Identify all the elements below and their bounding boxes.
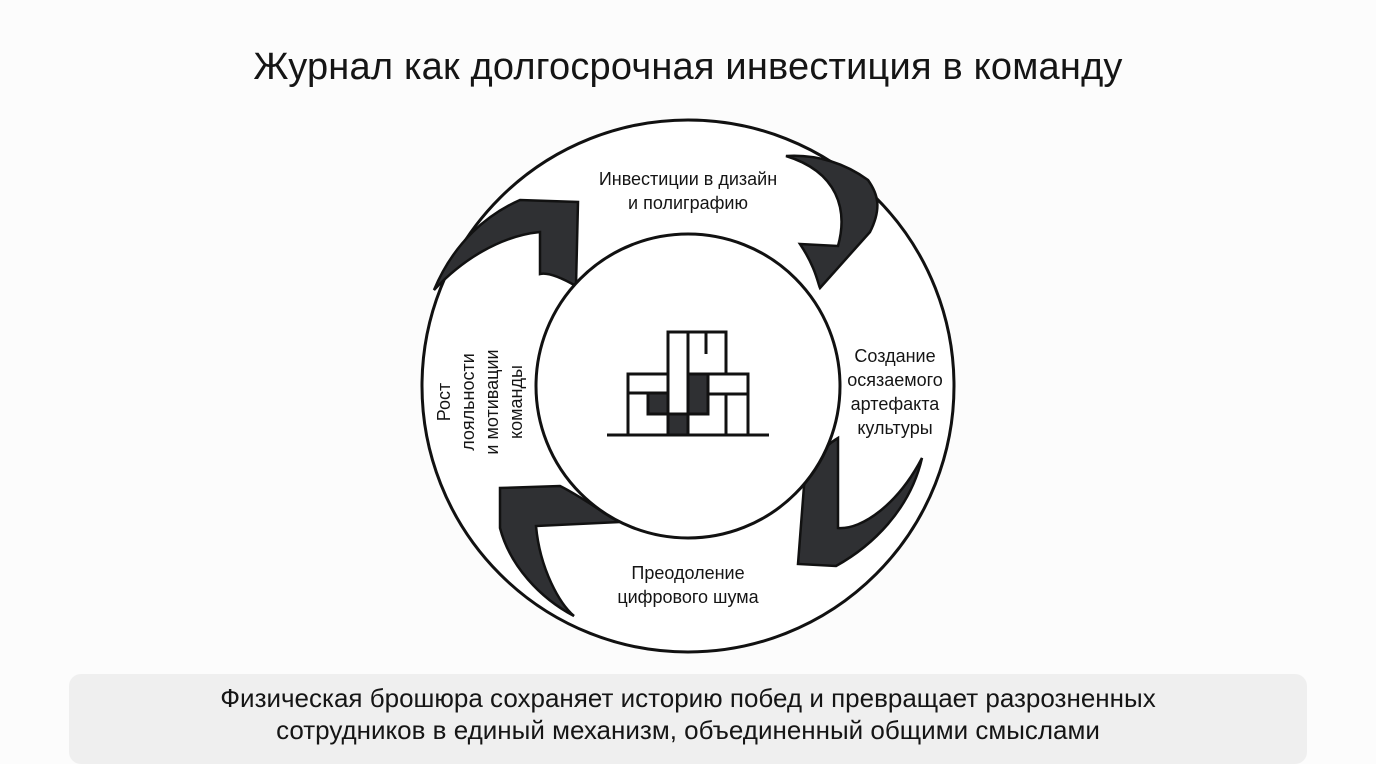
segment-label-line: артефакта — [850, 394, 940, 414]
footer-caption: Физическая брошюра сохраняет историю поб… — [69, 682, 1307, 746]
segment-label-line: и мотивации — [482, 349, 502, 455]
segment-label-line: цифрового шума — [617, 587, 759, 607]
segment-label-line: Рост — [434, 382, 454, 422]
page-title: Журнал как долгосрочная инвестиция в ком… — [253, 46, 1123, 88]
segment-label-line: Преодоление — [631, 563, 745, 583]
segment-label-culture-artifact: Создание осязаемого артефакта культуры — [830, 344, 960, 440]
segment-label-line: культуры — [857, 418, 933, 438]
modular-building-icon — [607, 330, 769, 437]
segment-label-line: Создание — [854, 346, 936, 366]
separator-arrow-top-right — [785, 154, 879, 291]
segment-label-line: лояльности — [458, 353, 478, 451]
segment-label-line: и полиграфию — [628, 193, 748, 213]
segment-label-team-loyalty: Рост лояльности и мотивации команды — [434, 302, 526, 502]
segment-label-design-investment: Инвестиции в дизайн и полиграфию — [568, 167, 808, 215]
segment-label-line: Инвестиции в дизайн — [598, 169, 778, 189]
separator-arrow-left-top — [432, 198, 580, 291]
footer-caption-line: сотрудников в единый механизм, объединен… — [276, 715, 1100, 745]
cycle-diagram — [420, 118, 956, 654]
separator-arrow-bottom-left — [498, 484, 625, 618]
footer-caption-line: Физическая брошюра сохраняет историю поб… — [220, 683, 1156, 713]
segment-label-line: команды — [506, 365, 526, 439]
segment-label-digital-noise: Преодоление цифрового шума — [578, 561, 798, 609]
segment-label-line: осязаемого — [847, 370, 943, 390]
